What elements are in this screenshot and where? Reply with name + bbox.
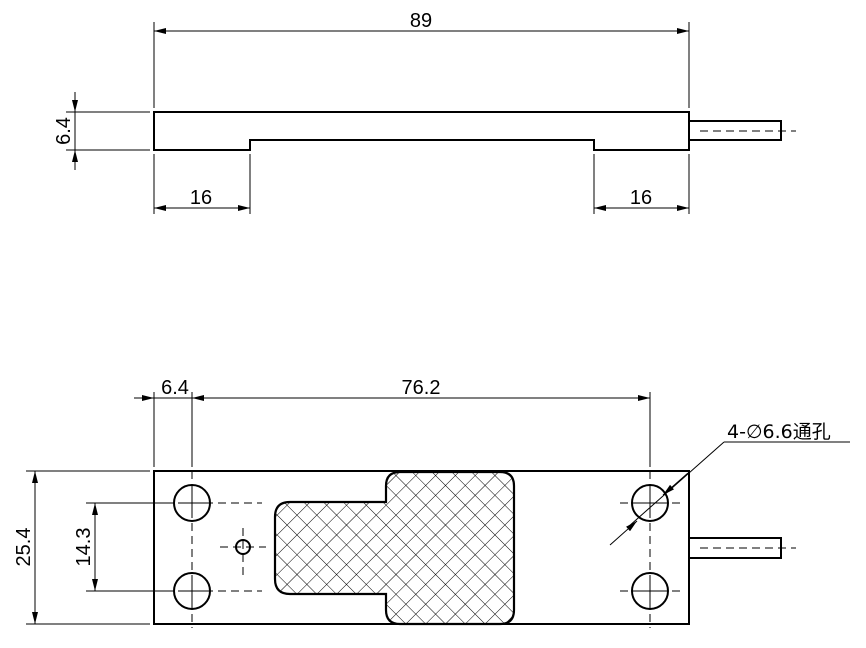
strain-gauge-area (273, 470, 516, 626)
mounting-hole-bottom-left (173, 572, 211, 610)
dim-right-step-label: 16 (630, 187, 652, 209)
dim-width-label: 25.4 (13, 528, 35, 567)
dim-thickness-label: 6.4 (53, 117, 75, 145)
dim-hole-pitch-label: 14.3 (73, 528, 95, 567)
small-pin-hole (235, 539, 251, 555)
hole-callout-leader (627, 441, 725, 528)
side-view: 89 6.4 16 16 (53, 10, 796, 214)
dim-length-label: 89 (410, 10, 432, 32)
dim-left-step-label: 16 (190, 187, 212, 209)
hole-callout-label: 4-∅6.6通孔 (727, 421, 831, 443)
mounting-hole-top-left (173, 484, 211, 522)
mounting-hole-bottom-right (631, 572, 669, 610)
top-view: 6.4 76.2 25.4 14.3 4-∅6.6通孔 (13, 377, 850, 628)
side-body-outline (153, 111, 690, 151)
mounting-hole-top-right (631, 484, 669, 522)
dim-hole-spacing-label: 76.2 (402, 377, 441, 399)
dim-edge-offset-label: 6.4 (161, 377, 189, 399)
